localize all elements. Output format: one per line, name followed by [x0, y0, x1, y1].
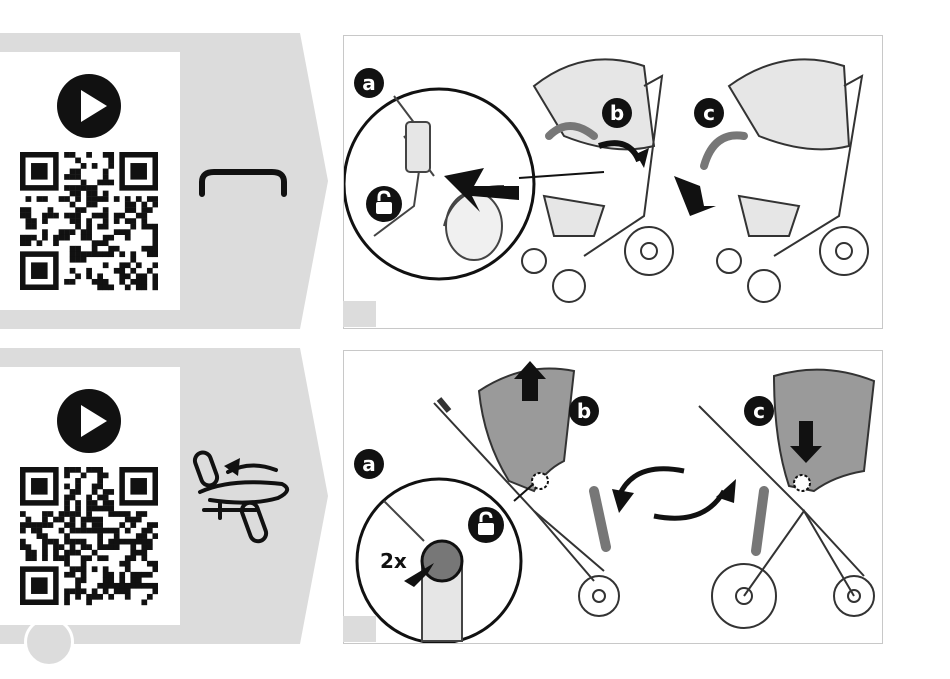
qr-card-2 — [0, 367, 180, 625]
step-c-badge: c — [744, 396, 774, 426]
step-b-badge: b — [602, 98, 632, 128]
step-b-badge: b — [569, 396, 599, 426]
illustration-canopy — [344, 36, 882, 328]
qr-code-icon[interactable] — [20, 152, 158, 292]
canopy-arc-icon — [196, 166, 290, 198]
corner-tab-1 — [343, 301, 376, 327]
step-c-badge: c — [694, 98, 724, 128]
qr-card-1 — [0, 52, 180, 310]
press-count-label: 2x — [380, 549, 407, 573]
play-icon[interactable] — [57, 74, 121, 138]
unlock-icon — [366, 186, 402, 222]
instruction-panel-2: a b c 2x — [343, 350, 883, 644]
step-a-badge: a — [354, 68, 384, 98]
seat-rotate-icon — [190, 444, 296, 544]
illustration-seat-reverse — [344, 351, 882, 643]
instruction-panel-1: a b c — [343, 35, 883, 329]
step-a-badge: a — [354, 449, 384, 479]
corner-tab-2 — [343, 616, 376, 642]
unlock-icon — [468, 507, 504, 543]
qr-code-icon[interactable] — [20, 467, 158, 607]
play-icon[interactable] — [57, 389, 121, 453]
